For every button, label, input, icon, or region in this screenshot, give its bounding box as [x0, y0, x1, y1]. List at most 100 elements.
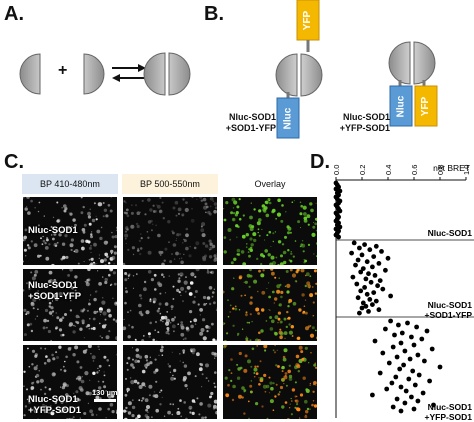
- data-point-g3-4: [414, 324, 419, 330]
- data-point-g3-9: [409, 334, 414, 340]
- data-point-g3-28: [416, 372, 422, 378]
- dimerization-schematic: [19, 52, 191, 96]
- panel-label-c: C.: [4, 151, 24, 173]
- data-point-g3-15: [429, 346, 435, 352]
- x-tick-label-1: 0.2: [358, 165, 367, 175]
- data-point-g3-7: [399, 330, 405, 336]
- data-point-g2-19: [366, 271, 371, 277]
- x-tick-label-2: 0.4: [384, 165, 393, 175]
- data-point-g2-5: [367, 247, 373, 253]
- data-point-g2-30: [371, 290, 377, 295]
- column-header-bp410: BP 410-480nm: [22, 174, 118, 194]
- data-point-g2-33: [355, 295, 361, 301]
- data-point-g2-40: [376, 307, 382, 313]
- data-point-g3-38: [370, 392, 375, 398]
- scale-bar: [94, 399, 116, 402]
- data-point-g2-22: [363, 276, 369, 282]
- data-point-g1-15: [337, 208, 343, 214]
- data-point-g2-27: [362, 285, 367, 290]
- data-point-g3-23: [401, 362, 406, 368]
- x-tick-label-0: 0.0: [332, 165, 341, 175]
- micrograph-r2-c2: [122, 268, 218, 342]
- data-point-g2-1: [351, 240, 357, 246]
- yfp-tag-2: [414, 85, 438, 127]
- data-point-g3-30: [406, 376, 412, 382]
- data-point-g3-41: [415, 398, 421, 404]
- data-point-g2-15: [370, 264, 375, 270]
- group-label-2-line2: +SOD1-YFP: [425, 310, 473, 320]
- nluc-tag-2: [389, 85, 413, 127]
- data-point-g3-25: [397, 366, 403, 372]
- data-point-g2-13: [376, 261, 382, 266]
- panel-label-a: A.: [4, 3, 24, 25]
- data-point-g3-21: [422, 358, 427, 364]
- data-point-g3-27: [377, 370, 383, 376]
- micrograph-r3-c1: [22, 344, 118, 420]
- data-point-g2-20: [372, 273, 378, 278]
- data-point-g3-8: [392, 332, 397, 338]
- data-point-g2-24: [368, 279, 374, 285]
- x-tick-label-4: 0.8: [436, 165, 445, 175]
- data-point-g3-12: [398, 340, 404, 346]
- data-point-g2-25: [354, 281, 360, 287]
- data-point-g3-5: [383, 326, 388, 332]
- data-point-g3-33: [412, 382, 418, 388]
- nluc-label-1: Nluc: [282, 107, 294, 129]
- data-point-g2-34: [367, 297, 373, 302]
- row-label-2: Nluc-SOD1 +SOD1-YFP: [28, 280, 81, 302]
- group-label-3-line2: +YFP-SOD1: [425, 412, 473, 422]
- construct-1-label: Nluc-SOD1 +SOD1-YFP: [222, 112, 276, 134]
- row-label-1: Nluc-SOD1: [28, 225, 78, 236]
- data-point-g3-35: [384, 386, 390, 392]
- data-point-g3-34: [398, 384, 404, 390]
- data-point-g3-20: [407, 356, 413, 362]
- data-point-g3-36: [403, 388, 409, 394]
- data-point-g2-16: [360, 266, 366, 271]
- chart-title: net BRET: [433, 163, 470, 173]
- micrograph-r3-c2: [122, 344, 218, 420]
- data-point-g1-28: [336, 234, 341, 240]
- data-point-g3-32: [389, 380, 395, 386]
- data-point-g3-14: [390, 344, 396, 350]
- x-tick-label-5: 1.0: [462, 165, 471, 175]
- micrograph-r1-c3: [222, 196, 318, 266]
- data-point-g2-39: [359, 305, 365, 311]
- data-point-g2-14: [353, 262, 358, 268]
- micrograph-r3-c3: [222, 344, 318, 420]
- data-point-g2-17: [383, 267, 388, 273]
- micrograph-r2-c1: [22, 268, 118, 342]
- data-point-g3-2: [405, 320, 410, 326]
- data-point-g2-32: [388, 293, 393, 299]
- data-point-g3-42: [402, 400, 408, 406]
- data-point-g2-38: [363, 303, 369, 309]
- data-point-g3-16: [402, 348, 408, 354]
- construct-1-line1: Nluc-SOD1: [228, 112, 276, 122]
- micrograph-r1-c1: [22, 196, 118, 266]
- data-point-g2-10: [385, 255, 391, 261]
- data-point-g1-23: [337, 224, 343, 230]
- data-point-g2-4: [357, 245, 362, 251]
- data-point-g2-12: [364, 259, 370, 265]
- data-point-g2-7: [349, 250, 354, 256]
- dimer-left-half: [143, 52, 166, 96]
- row-2-line1: Nluc-SOD1: [28, 280, 78, 291]
- row-1-line1: Nluc-SOD1: [28, 225, 78, 236]
- nluc-label-2: Nluc: [395, 95, 407, 117]
- dimer-right-half: [168, 52, 191, 96]
- data-point-g3-3: [396, 322, 401, 328]
- row-2-line2: +SOD1-YFP: [28, 291, 82, 302]
- data-point-g3-1: [388, 318, 393, 324]
- data-point-g2-41: [366, 309, 371, 314]
- scale-bar-label: 130 µm: [92, 388, 118, 397]
- micrograph-r2-c3: [222, 268, 318, 342]
- data-point-g2-18: [358, 269, 364, 275]
- x-tick-label-3: 0.6: [410, 165, 419, 175]
- data-point-g2-28: [380, 286, 386, 292]
- data-point-g2-42: [357, 310, 362, 316]
- micrograph-r1-c2: [122, 196, 218, 266]
- data-point-g2-23: [377, 278, 383, 283]
- data-point-g3-26: [410, 368, 416, 374]
- yfp-label-2: YFP: [420, 96, 432, 116]
- data-point-g2-29: [358, 288, 364, 294]
- monomer-left-shape: [19, 53, 41, 95]
